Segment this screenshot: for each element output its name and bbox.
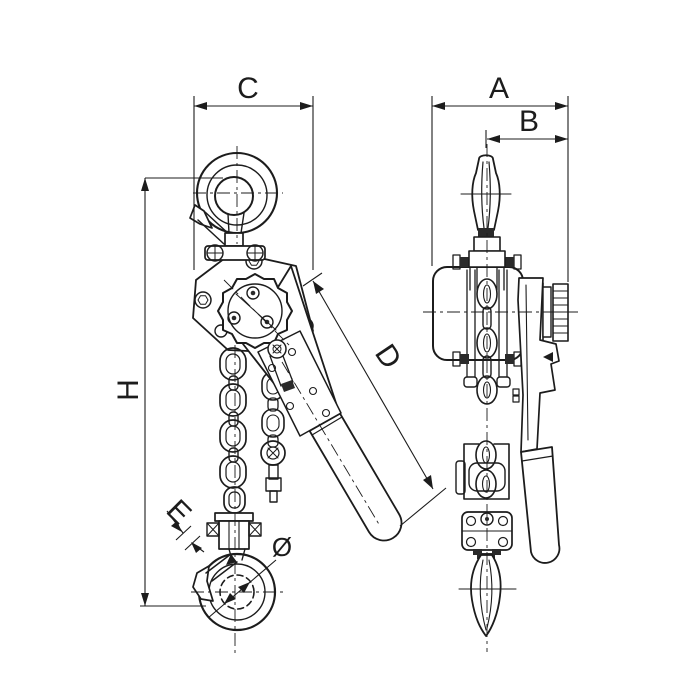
dimension-e: E bbox=[160, 494, 205, 553]
lever-plate bbox=[257, 330, 342, 437]
dimension-diameter: Ø bbox=[207, 532, 292, 619]
dimension-a: A bbox=[431, 72, 569, 282]
suspension-bracket bbox=[204, 244, 266, 262]
front-view bbox=[189, 151, 403, 632]
dim-c-label: C bbox=[237, 72, 259, 105]
dim-a-label: A bbox=[489, 72, 509, 105]
pawl-selector bbox=[267, 339, 295, 392]
hook-safety-latch bbox=[205, 553, 238, 582]
load-chain bbox=[219, 347, 247, 489]
hook-safety-latch bbox=[197, 211, 232, 245]
dimension-c: C bbox=[193, 72, 314, 270]
side-bottom-hook bbox=[458, 553, 517, 637]
dim-d-label: D bbox=[368, 338, 407, 374]
hook-tip bbox=[189, 204, 213, 229]
dim-diameter-label: Ø bbox=[272, 532, 292, 562]
chain-stirrup bbox=[455, 440, 510, 500]
bottom-swivel bbox=[206, 486, 262, 561]
side-view bbox=[432, 154, 569, 637]
hook-shank bbox=[224, 232, 244, 247]
top-hook bbox=[189, 151, 279, 247]
side-chain-guide bbox=[452, 254, 522, 388]
dim-e-label: E bbox=[160, 494, 197, 531]
side-top-hook bbox=[460, 154, 512, 291]
lever-grip bbox=[304, 404, 403, 542]
dimension-h: H bbox=[112, 177, 223, 607]
side-body bbox=[432, 266, 524, 361]
side-lever-grip bbox=[520, 446, 561, 564]
side-lever bbox=[512, 277, 561, 564]
dimension-b: B bbox=[485, 105, 568, 148]
dim-b-label: B bbox=[519, 105, 539, 138]
dim-h-label: H bbox=[112, 379, 145, 401]
housing-bolt bbox=[194, 291, 212, 309]
free-chain-end bbox=[260, 371, 286, 503]
